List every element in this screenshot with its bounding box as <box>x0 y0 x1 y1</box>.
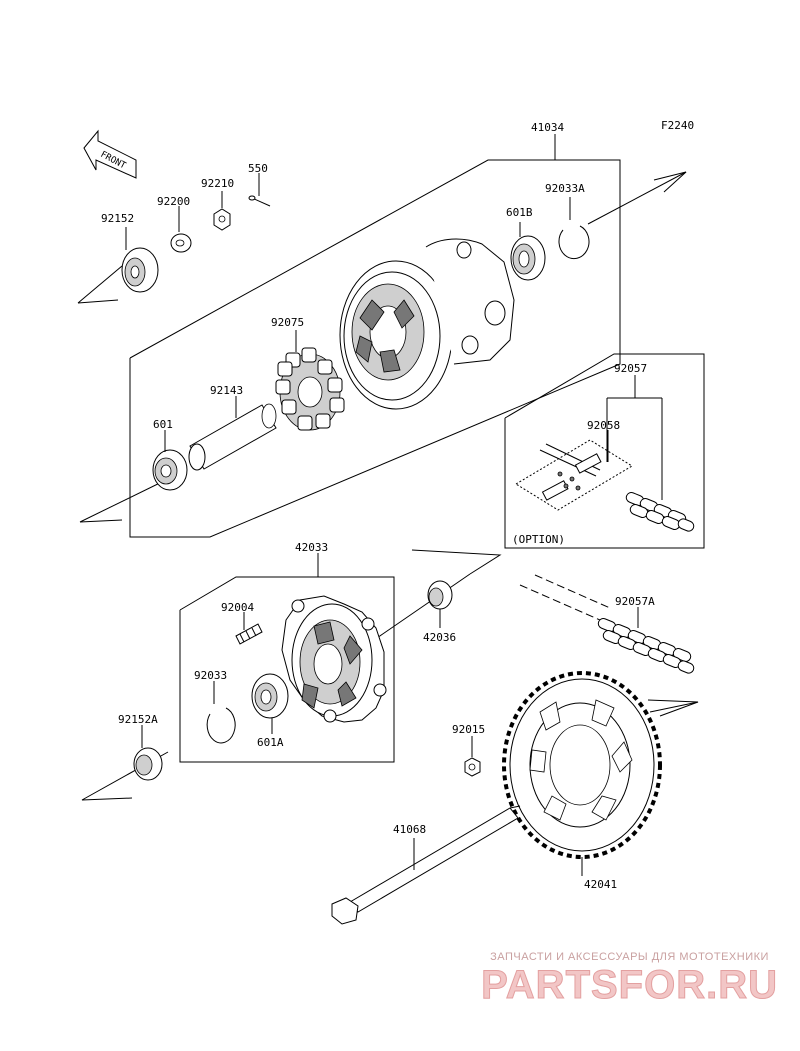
part-label-601A: 601A <box>257 736 284 749</box>
sprocket-coupling <box>281 595 387 723</box>
sprocket-42041 <box>502 671 662 876</box>
part-label-42036: 42036 <box>423 631 456 644</box>
part-label-92057: 92057 <box>614 362 647 375</box>
part-label-92200: 92200 <box>157 195 190 208</box>
part-label-92033: 92033 <box>194 669 227 682</box>
part-label-601B: 601B <box>506 206 533 219</box>
part-label-92152: 92152 <box>101 212 134 225</box>
nut-92015 <box>464 736 481 777</box>
front-arrow-icon: FRONT <box>83 129 137 179</box>
sprocket-axis-lines <box>647 699 699 717</box>
collar-42036 <box>427 580 453 628</box>
part-label-92033A: 92033A <box>545 182 585 195</box>
option-label: (OPTION) <box>512 533 565 546</box>
part-label-41034: 41034 <box>531 121 564 134</box>
figure-code: F2240 <box>661 119 694 132</box>
sprocket-hub-group-lines <box>81 549 502 801</box>
option-chain-box <box>504 353 705 549</box>
collar-92152A <box>133 725 163 781</box>
bearing-601B <box>510 222 546 281</box>
part-label-92057A: 92057A <box>615 595 655 608</box>
part-label-550: 550 <box>248 162 268 175</box>
part-label-92004: 92004 <box>221 601 254 614</box>
watermark-tagline: ЗАПЧАСТИ И АКСЕССУАРЫ ДЛЯ МОТОТЕХНИКИ <box>490 951 769 963</box>
collar-92143 <box>188 396 277 471</box>
cotter-pin-550 <box>248 173 271 207</box>
bearing-601A <box>251 673 289 734</box>
chain-92057A <box>519 574 695 674</box>
nut-92210 <box>213 191 231 231</box>
part-label-601: 601 <box>153 418 173 431</box>
axle-41068 <box>331 805 521 925</box>
damper-92075 <box>275 330 345 431</box>
part-label-92015: 92015 <box>452 723 485 736</box>
part-label-41068: 41068 <box>393 823 426 836</box>
stud-92004 <box>235 612 263 645</box>
watermark: ЗАПЧАСТИ И АКСЕССУАРЫ ДЛЯ МОТОТЕХНИКИ PA… <box>481 951 778 1008</box>
part-label-92152A: 92152A <box>118 713 158 726</box>
part-label-42033: 42033 <box>295 541 328 554</box>
washer-92200 <box>170 206 192 253</box>
circlip-92033A <box>558 197 590 259</box>
circlip-92033 <box>206 681 236 744</box>
part-label-92058: 92058 <box>587 419 620 432</box>
watermark-logo: PARTSFOR.RU <box>481 963 778 1008</box>
part-label-92143: 92143 <box>210 384 243 397</box>
wheel-group-lines <box>77 134 687 538</box>
rear-wheel-hub <box>339 238 515 410</box>
part-label-92075: 92075 <box>271 316 304 329</box>
bearing-601 <box>152 430 188 491</box>
part-label-92210: 92210 <box>201 177 234 190</box>
collar-92152 <box>121 227 159 293</box>
part-label-42041: 42041 <box>584 878 617 891</box>
